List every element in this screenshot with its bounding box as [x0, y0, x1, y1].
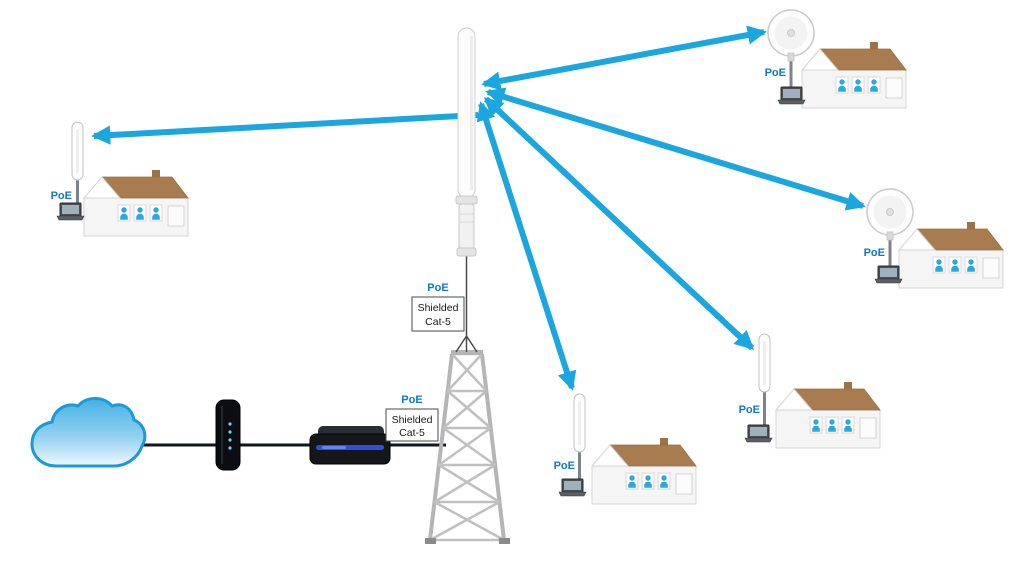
house-icon: [776, 382, 880, 448]
poe-label: PoE: [739, 404, 760, 416]
cpe-antenna-icon: [573, 393, 586, 453]
cpe-antenna-icon: [758, 333, 771, 393]
antenna-feed-cable: [455, 256, 478, 353]
wireless-link-arrow-south: [476, 101, 577, 391]
house-icon: [899, 222, 1003, 288]
laptop-icon: [56, 202, 85, 221]
house-icon: [592, 438, 696, 504]
wifi-router-device: [309, 426, 391, 465]
laptop-icon: [874, 265, 903, 284]
cpe-antenna-icon: [71, 121, 84, 181]
subscriber-site-east: PoE: [864, 188, 1003, 288]
poe-cable-label-upper: PoE Shielded Cat-5: [411, 282, 465, 332]
modem-led: [228, 430, 232, 434]
modem-device: [215, 399, 241, 471]
laptop-icon: [558, 478, 587, 497]
wireless-link-arrow-west: [91, 106, 481, 145]
subscriber-site-south: PoE: [554, 393, 696, 504]
poe-label: PoE: [864, 247, 885, 259]
subscriber-site-west: PoE: [51, 121, 188, 236]
antenna-pole: [888, 235, 892, 267]
poe-label: PoE: [554, 460, 575, 472]
poe-cable-label-lower: PoE Shielded Cat-5: [385, 394, 439, 442]
tower-foot: [499, 538, 510, 544]
lattice-tower: [425, 350, 510, 544]
antenna-pole: [76, 180, 79, 205]
shielded-label: Shielded: [392, 414, 433, 426]
antenna-pole: [789, 56, 793, 88]
antenna-pole: [578, 452, 581, 480]
modem-led: [228, 438, 232, 442]
tower-foot: [425, 538, 436, 544]
house-icon: [802, 42, 906, 108]
wireless-link-arrow-northeast: [481, 25, 767, 91]
modem-led: [228, 422, 232, 426]
omnidirectional-antenna: [455, 27, 478, 257]
subscriber-site-southeast: PoE: [739, 333, 880, 448]
antenna-pole: [763, 392, 766, 426]
cat5-label: Cat-5: [399, 427, 425, 439]
tower-platform: [451, 350, 483, 355]
poe-label: PoE: [51, 190, 72, 202]
poe-label: PoE: [427, 282, 448, 294]
modem-led: [228, 446, 232, 450]
poe-label: PoE: [765, 67, 786, 79]
wireless-links: [91, 25, 866, 391]
house-icon: [84, 170, 188, 236]
cat5-label: Cat-5: [425, 316, 451, 328]
poe-label: PoE: [401, 394, 422, 406]
subscriber-site-northeast: PoE: [765, 9, 906, 108]
laptop-icon: [777, 86, 806, 105]
shielded-label: Shielded: [418, 302, 459, 314]
shielded-cat5-box: [411, 296, 465, 332]
internet-cloud-icon: [30, 397, 147, 468]
shielded-cat5-box: [385, 408, 439, 442]
laptop-icon: [744, 424, 773, 443]
